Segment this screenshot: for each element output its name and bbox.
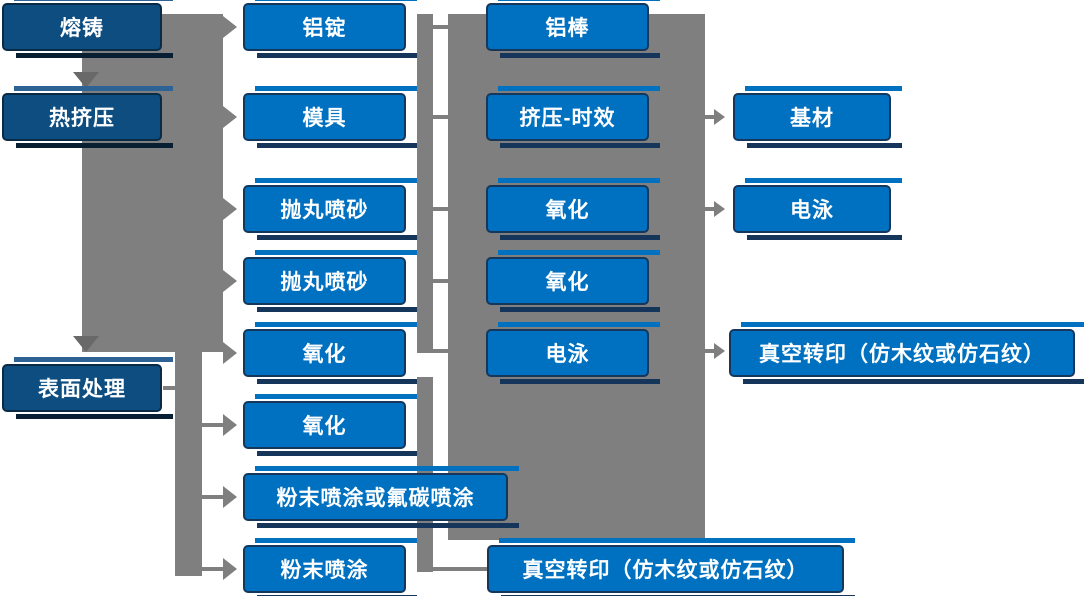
arrow-to-oxidation-1-icon (223, 342, 237, 364)
arrow-to-powder-coating-fluorocarbon-icon (223, 486, 237, 508)
flow-block-stages-to-prep (82, 14, 223, 352)
step-powder-coating-label: 粉末喷涂 (280, 559, 369, 582)
step-vacuum-transfer-print: 真空转印（仿木纹或仿石纹） (487, 538, 855, 596)
connector-row-aluminum-rod (433, 25, 449, 29)
stage-hot-extrusion-label: 热挤压 (49, 107, 115, 130)
connector-row-electrophoresis (433, 349, 449, 353)
arrow-to-shot-blasting-2-icon (223, 270, 237, 292)
result-base-material: 基材 (733, 86, 902, 148)
step-oxidation-2-label: 氧化 (302, 415, 347, 438)
step-extrusion-aging: 挤压-时效 (486, 86, 660, 148)
arrow-to-oxidation-2-icon (223, 414, 237, 436)
arrow-down-to-hot-extrusion-icon (73, 72, 99, 88)
step-extrusion-aging-label: 挤压-时效 (519, 107, 616, 130)
stub-to-powder-coating (202, 567, 226, 571)
step-aluminum-ingot: 铝锭 (243, 0, 417, 58)
step-mold-label: 模具 (302, 107, 347, 130)
step-process-oxidation-1-label: 氧化 (545, 199, 590, 222)
stage-casting: 熔铸 (2, 0, 173, 58)
step-aluminum-rod: 铝棒 (486, 0, 660, 58)
result-electrophoresis: 电泳 (733, 178, 902, 240)
result-vacuum-transfer-print-label: 真空转印（仿木纹或仿石纹） (759, 343, 1045, 366)
stage-surface-treatment-label: 表面处理 (38, 378, 126, 401)
connector-row-oxidation-2 (433, 279, 449, 283)
stub-to-oxidation-2 (202, 423, 226, 427)
stub-to-vacuum-transfer-finish (705, 349, 715, 353)
step-electrophoresis-label: 电泳 (545, 343, 590, 366)
connector-row-oxidation-1 (433, 207, 449, 211)
result-electrophoresis-label: 电泳 (790, 199, 834, 222)
result-base-material-label: 基材 (790, 107, 834, 130)
arrow-to-shot-blasting-1-icon (223, 198, 237, 220)
result-vacuum-transfer-print: 真空转印（仿木纹或仿石纹） (729, 322, 1084, 384)
step-process-oxidation-2-label: 氧化 (545, 271, 590, 294)
step-shot-blasting-2-label: 抛丸喷砂 (280, 271, 369, 294)
arrow-to-aluminum-ingot-icon (223, 16, 237, 38)
stub-to-powder-coating-fluorocarbon (202, 495, 226, 499)
stub-to-base-material (705, 115, 715, 119)
step-shot-blasting-1: 抛丸喷砂 (243, 178, 417, 240)
step-vacuum-transfer-print-label: 真空转印（仿木纹或仿石纹） (522, 559, 809, 582)
step-electrophoresis: 电泳 (486, 322, 660, 384)
arrow-to-base-material-icon (714, 109, 725, 125)
step-oxidation-1: 氧化 (243, 322, 417, 384)
arrow-to-powder-coating-icon (223, 558, 237, 580)
arrow-down-to-surface-treatment-icon (73, 336, 99, 352)
step-mold: 模具 (243, 86, 417, 148)
step-shot-blasting-1-label: 抛丸喷砂 (280, 199, 369, 222)
stub-to-electrophoresis-finish (705, 207, 715, 211)
step-powder-or-fluorocarbon-coating: 粉末喷涂或氟碳喷涂 (243, 466, 519, 528)
step-aluminum-ingot-label: 铝锭 (302, 17, 347, 40)
step-powder-or-fluorocarbon-coating-label: 粉末喷涂或氟碳喷涂 (276, 487, 475, 510)
step-process-oxidation-1: 氧化 (486, 178, 660, 240)
step-shot-blasting-2: 抛丸喷砂 (243, 250, 417, 312)
step-oxidation-2: 氧化 (243, 394, 417, 456)
step-aluminum-rod-label: 铝棒 (545, 17, 590, 40)
arrow-to-electrophoresis-finish-icon (714, 201, 725, 217)
arrow-to-vacuum-transfer-finish-icon (714, 343, 725, 359)
connector-row-extrusion-aging (433, 115, 449, 119)
step-powder-coating: 粉末喷涂 (243, 538, 417, 596)
arrow-to-mold-icon (223, 106, 237, 128)
stage-surface-treatment: 表面处理 (2, 357, 173, 419)
stage-casting-label: 熔铸 (60, 17, 104, 40)
flow-bar-mid-upper (417, 14, 433, 353)
step-process-oxidation-2: 氧化 (486, 250, 660, 312)
connector-row-vacuum-transfer-bottom (433, 567, 489, 571)
connector-surface-treatment-link (163, 386, 177, 390)
flow-bar-surface-treatment (175, 350, 202, 576)
step-oxidation-1-label: 氧化 (302, 343, 347, 366)
stage-hot-extrusion: 热挤压 (2, 86, 173, 148)
